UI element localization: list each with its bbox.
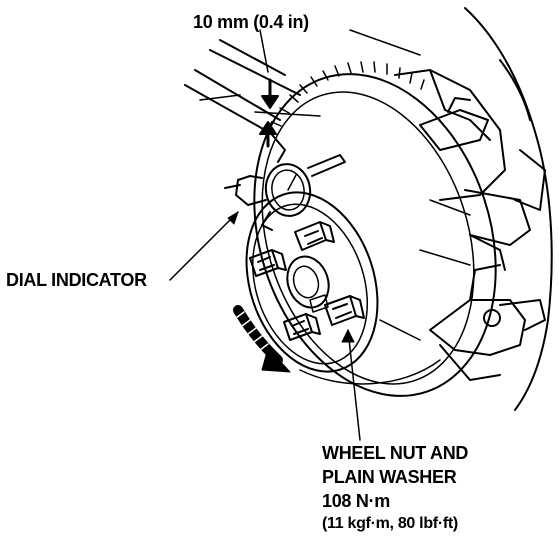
dial-indicator-gauge bbox=[224, 121, 346, 231]
wheel-nut-label-line2: PLAIN WASHER bbox=[322, 467, 457, 487]
brake-disc bbox=[253, 61, 497, 397]
wheel-nut-4 bbox=[324, 295, 365, 326]
rotation-arrow bbox=[233, 305, 291, 373]
background-strokes bbox=[199, 29, 471, 341]
fender-body bbox=[464, 7, 553, 411]
hub bbox=[245, 191, 379, 373]
wheel-nut-2 bbox=[249, 249, 287, 277]
dimension-label: 10 mm (0.4 in) bbox=[193, 12, 309, 32]
leader-lines bbox=[169, 29, 361, 441]
wheel-nut-3 bbox=[283, 313, 321, 341]
knuckle-upper bbox=[394, 69, 531, 271]
wheel-nut-5 bbox=[309, 294, 329, 313]
torque-nm-label: 108 N·m bbox=[322, 491, 390, 511]
dial-indicator-label: DIAL INDICATOR bbox=[6, 270, 147, 290]
dial-stand-rods bbox=[184, 39, 301, 131]
torque-alt-label: (11 kgf·m, 80 lbf·ft) bbox=[322, 515, 458, 532]
wheel-nut-label-line1: WHEEL NUT AND bbox=[322, 443, 469, 463]
measure-point-arrows bbox=[254, 78, 321, 148]
wheel-nut-1 bbox=[294, 221, 335, 251]
